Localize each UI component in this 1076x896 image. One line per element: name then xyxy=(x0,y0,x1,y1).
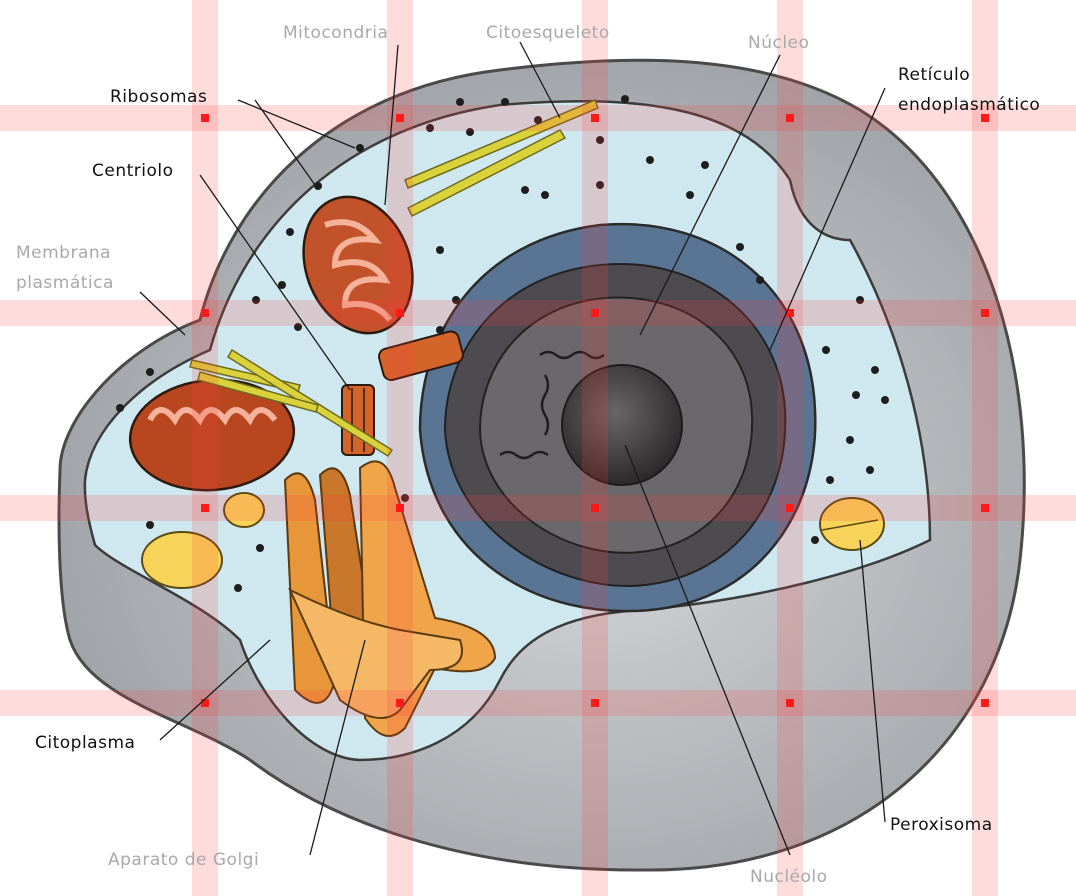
label-membrana-line1: Membrana xyxy=(16,243,111,263)
label-mitocondria: Mitocondria xyxy=(283,23,388,43)
label-membrana-line2: plasmática xyxy=(16,273,114,293)
label-citoesqueleto: Citoesqueleto xyxy=(486,23,610,43)
label-reticulo-line1: Retículo xyxy=(898,65,970,85)
label-reticulo-line2: endoplasmático xyxy=(898,95,1040,115)
label-citoplasma: Citoplasma xyxy=(35,733,135,753)
label-nucleolo: Nucléolo xyxy=(750,867,828,887)
nucleolus xyxy=(562,365,682,485)
label-aparato-golgi: Aparato de Golgi xyxy=(108,850,259,870)
label-nucleo: Núcleo xyxy=(748,33,809,53)
label-centriolo: Centriolo xyxy=(92,161,174,181)
label-peroxisoma: Peroxisoma xyxy=(890,815,993,835)
label-ribosomas: Ribosomas xyxy=(110,87,207,107)
